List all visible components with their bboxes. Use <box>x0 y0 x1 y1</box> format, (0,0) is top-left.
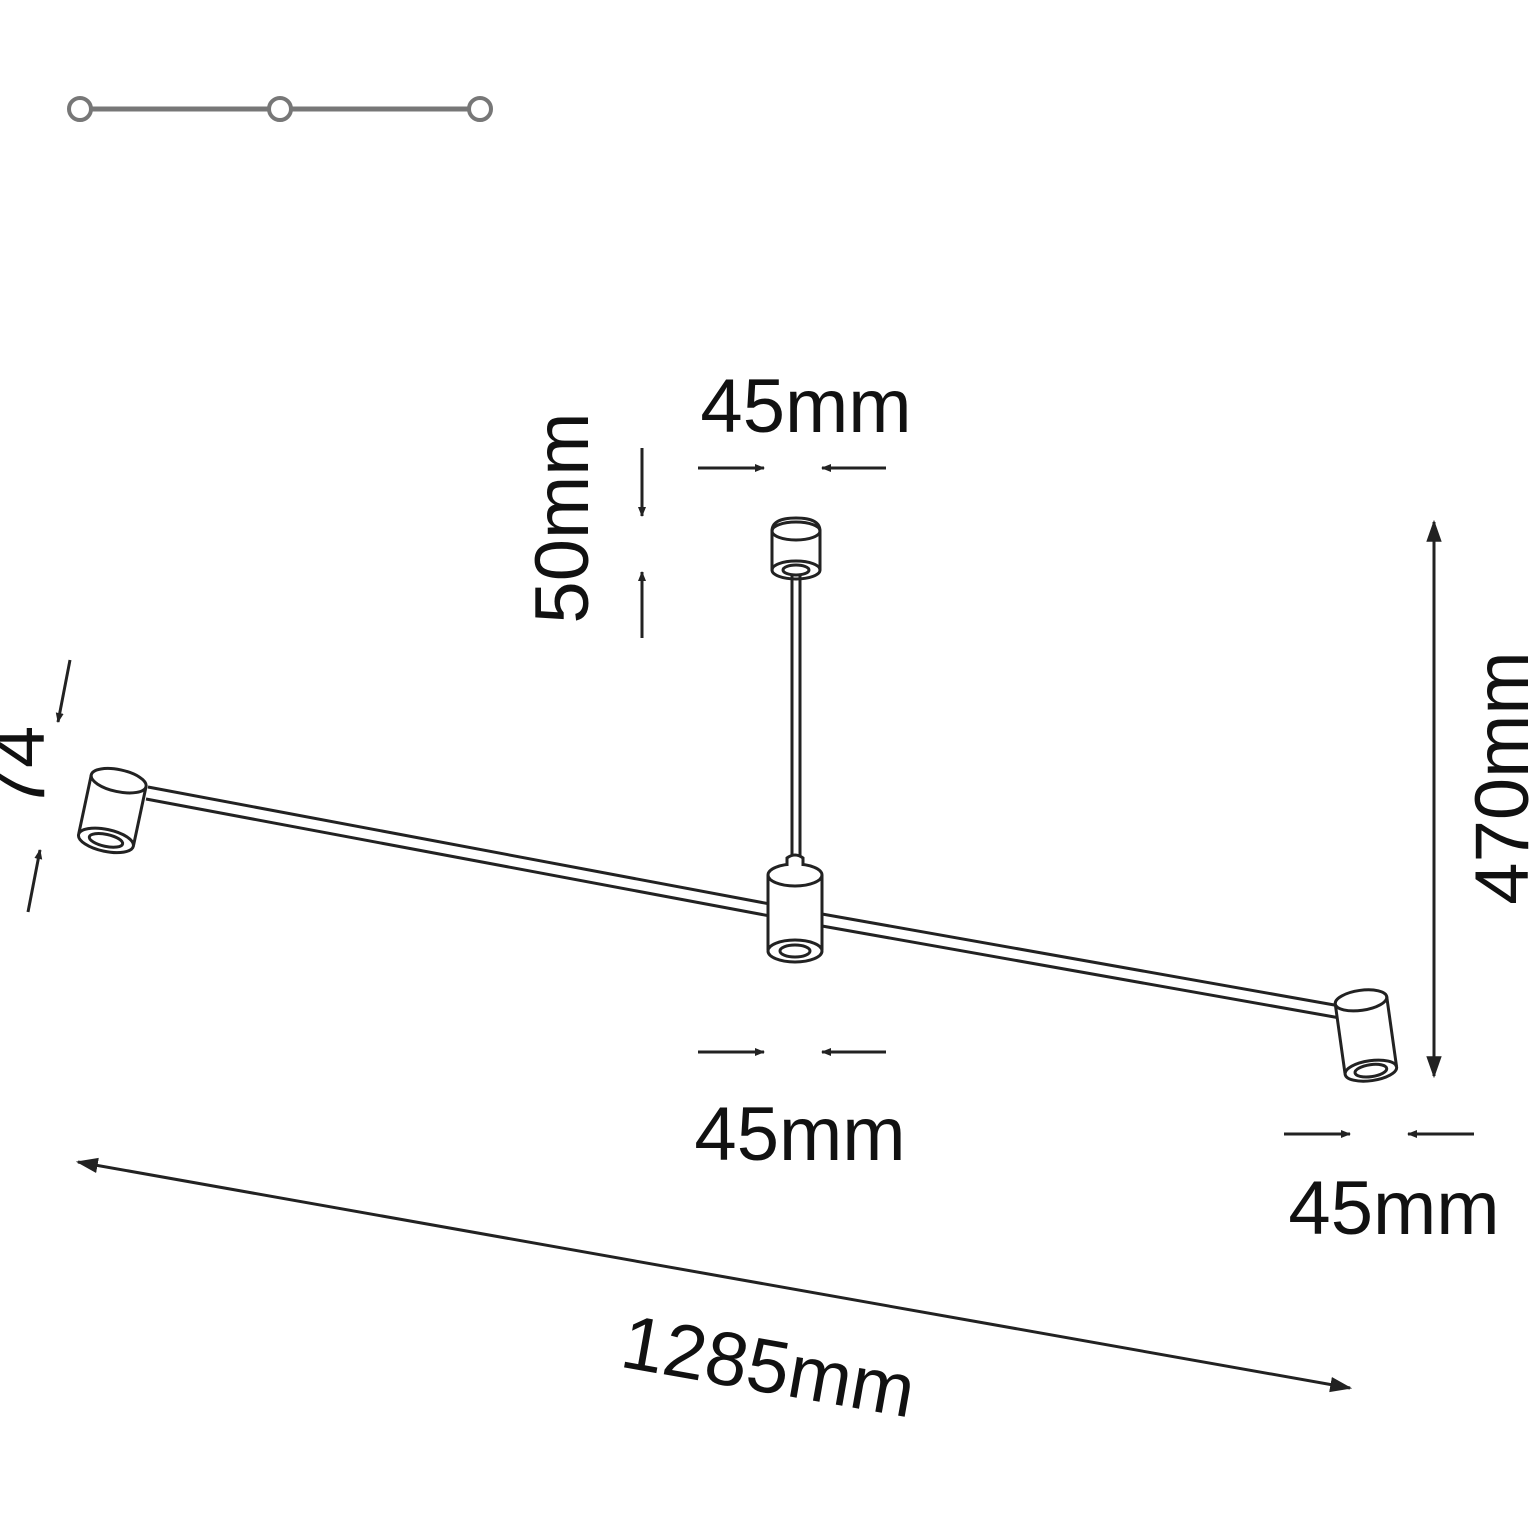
total-length-label: 1285mm <box>615 1299 921 1434</box>
total-length-arrow <box>75 1157 1353 1393</box>
left-spotlight <box>76 766 148 855</box>
total-height-label: 470mm <box>1460 651 1540 904</box>
horizontal-arm <box>145 785 1341 1020</box>
center-spotlight <box>766 853 824 964</box>
left-partial-arrow-bottom <box>26 849 43 913</box>
canopy-height-label: 50mm <box>520 412 605 623</box>
lamp-drawing <box>76 516 1399 1083</box>
suspension-rod <box>790 574 802 860</box>
left-partial-label: 74 <box>0 726 61 811</box>
dimension-arrows <box>26 448 1474 1393</box>
left-partial-arrow-top <box>55 659 72 723</box>
center-width-label: 45mm <box>694 1092 905 1177</box>
ceiling-canopy <box>770 516 822 581</box>
right-spotlight <box>1333 988 1399 1083</box>
right-width-label: 45mm <box>1288 1166 1499 1251</box>
three-light-bar-icon <box>67 96 493 122</box>
top-width-label: 45mm <box>700 364 911 449</box>
